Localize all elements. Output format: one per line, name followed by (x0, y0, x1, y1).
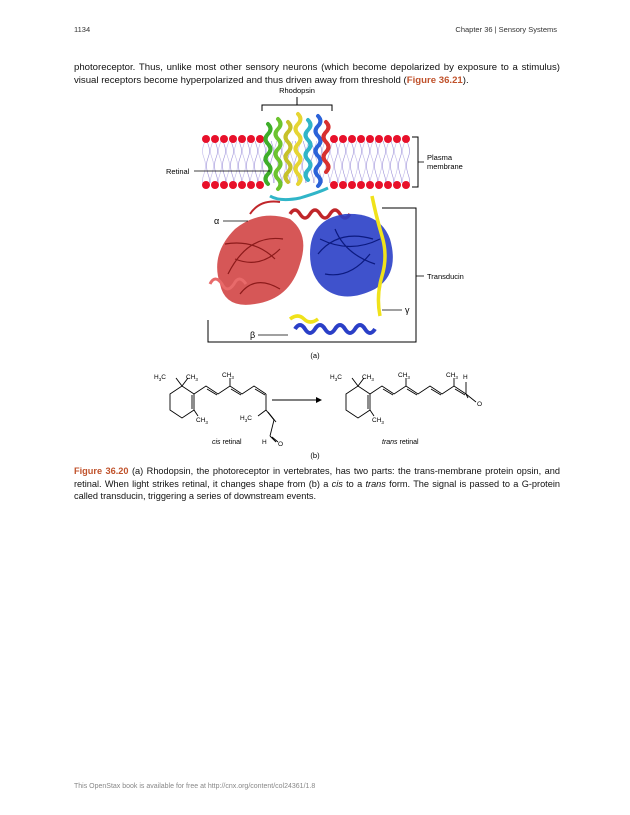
transducin-label: Transducin (427, 272, 464, 281)
caption-text-3: form. The signal is passed to a G-protei… (74, 478, 560, 502)
transducin-beta (293, 213, 393, 335)
svg-text:CH3: CH3 (222, 372, 234, 380)
caption-label: Figure 36.20 (74, 466, 129, 476)
svg-text:CH3: CH3 (446, 372, 458, 380)
caption-trans: trans (365, 478, 386, 489)
cis-retinal-atoms: H3C CH3 CH3 CH3 H3C H O (154, 372, 283, 448)
svg-text:CH3: CH3 (362, 374, 374, 382)
transducin-alpha (208, 200, 352, 305)
figure-a: Rhodopsin Retinal Plasma membrane α Tran… (150, 84, 480, 364)
rhodopsin-bracket (261, 104, 333, 111)
panel-b-label: (b) (310, 451, 320, 460)
svg-text:CH3: CH3 (186, 374, 198, 382)
running-header: Chapter 36 | Sensory Systems (455, 25, 557, 34)
body-text-2: ). (462, 75, 469, 86)
opsin-helices (263, 112, 331, 191)
figure-caption: Figure 36.20 (a) Rhodopsin, the photorec… (74, 465, 560, 503)
rhodopsin-label: Rhodopsin (279, 86, 315, 95)
caption-text-1: (a) Rhodopsin, the photoreceptor in vert… (74, 466, 560, 489)
svg-text:CH3: CH3 (196, 417, 208, 425)
svg-text:H3C: H3C (240, 415, 252, 423)
cis-retinal-label: cis retinal (212, 439, 242, 446)
svg-text:O: O (278, 441, 283, 448)
cis-retinal-structure (169, 377, 279, 443)
svg-text:H: H (463, 374, 468, 381)
plasma-membrane-label-1: Plasma (427, 153, 453, 162)
figure-b: H3C CH3 CH3 CH3 H3C H O cis retinal H3C … (150, 366, 490, 462)
body-text-1: photoreceptor. Thus, unlike most other s… (74, 62, 560, 86)
retinal-structures: H3C CH3 CH3 CH3 H3C H O cis retinal H3C … (154, 372, 482, 460)
svg-text:H3C: H3C (330, 374, 342, 382)
figure-link[interactable]: Figure 36.21 (406, 75, 463, 86)
rhodopsin-illustration: Rhodopsin Retinal Plasma membrane α Tran… (166, 86, 464, 360)
trans-retinal-label: trans retinal (382, 439, 419, 446)
caption-cis: cis (331, 478, 343, 489)
caption-text-2: to a (342, 478, 366, 489)
svg-text:H3C: H3C (154, 374, 166, 382)
opsin-loop (269, 186, 329, 202)
body-paragraph: photoreceptor. Thus, unlike most other s… (74, 61, 560, 87)
trans-retinal-structure (345, 377, 477, 419)
svg-text:CH3: CH3 (398, 372, 410, 380)
svg-text:O: O (477, 401, 482, 408)
alpha-label: α (214, 216, 219, 226)
lipid-heads-bottom (202, 181, 410, 189)
plasma-membrane-label-2: membrane (427, 162, 463, 171)
page-number: 1134 (74, 25, 91, 34)
beta-label: β (250, 330, 255, 340)
reaction-arrow (272, 397, 322, 403)
svg-text:CH3: CH3 (372, 417, 384, 425)
lipid-heads-top (202, 135, 410, 143)
panel-a-label: (a) (310, 351, 320, 360)
transducin-gamma (288, 195, 387, 324)
svg-text:H: H (262, 439, 267, 446)
retinal-label: Retinal (166, 167, 190, 176)
page-footer: This OpenStax book is available for free… (74, 783, 316, 790)
gamma-label: γ (405, 305, 410, 315)
trans-retinal-atoms: H3C CH3 CH3 CH3 CH3 H O (330, 372, 482, 425)
